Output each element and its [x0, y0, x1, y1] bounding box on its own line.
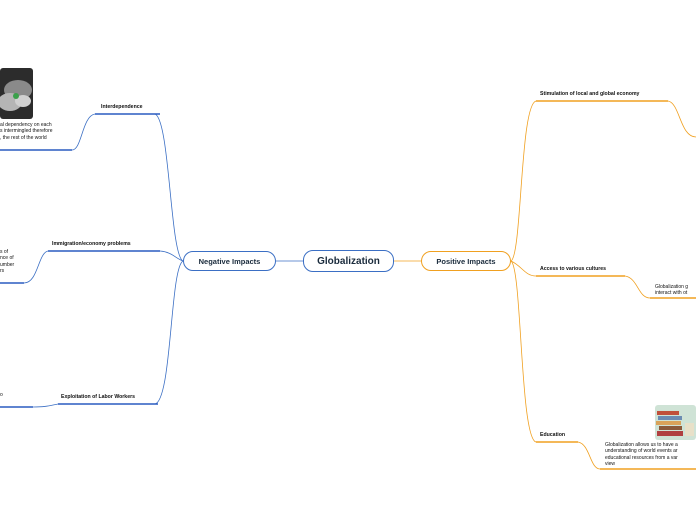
note-exploitation-labor: o — [0, 392, 3, 398]
note-education: Globalization allows us to have a unders… — [605, 442, 678, 467]
positive-branches — [510, 100, 696, 470]
positive-underlines — [536, 100, 696, 470]
subtopic-exploitation-labor[interactable]: Exploitation of Labor Workers — [61, 394, 135, 400]
subtopic-stimulation-economy[interactable]: Stimulation of local and global economy — [540, 91, 640, 97]
central-topic-label: Globalization — [317, 255, 380, 267]
negative-branches — [23, 113, 184, 408]
main-topic-positive-impacts[interactable]: Positive Impacts — [421, 251, 511, 271]
books-photo-thumbnail — [655, 405, 696, 440]
note-access-cultures: Globalization g interact with ot — [655, 284, 689, 297]
note-interdependence: al dependency on each s intermingled the… — [0, 122, 53, 141]
books-photo-image — [655, 405, 696, 440]
subtopic-interdependence[interactable]: Interdependence — [101, 104, 143, 110]
main-topic-negative-impacts[interactable]: Negative Impacts — [183, 251, 276, 271]
central-topic[interactable]: Globalization — [303, 250, 394, 272]
negative-impacts-label: Negative Impacts — [198, 256, 261, 266]
subtopic-immigration-economy[interactable]: Immigration/economy problems — [52, 241, 131, 247]
subtopic-access-cultures[interactable]: Access to various cultures — [540, 266, 607, 272]
positive-impacts-label: Positive Impacts — [436, 256, 496, 266]
negative-underlines — [0, 113, 160, 408]
subtopic-education[interactable]: Education — [540, 432, 566, 438]
hands-photo-image — [0, 68, 33, 119]
note-immigration-economy: s of nce of umber rs — [0, 249, 15, 274]
hands-photo-thumbnail — [0, 68, 33, 119]
